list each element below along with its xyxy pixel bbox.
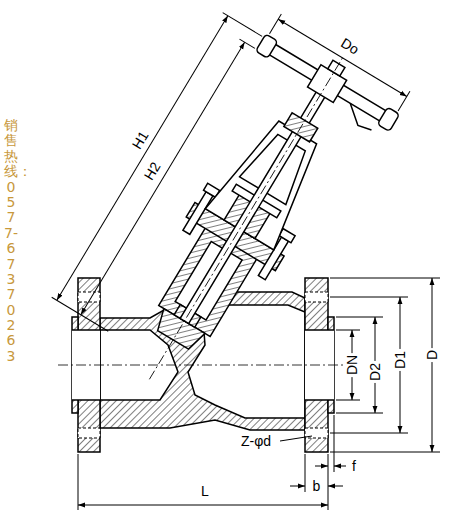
center-line bbox=[58, 365, 345, 366]
dimension-label: DN bbox=[344, 353, 360, 377]
dimension-label: D2 bbox=[367, 361, 383, 383]
dimension-label: b bbox=[311, 478, 323, 494]
bonnet-assembly bbox=[41, 0, 412, 419]
dimension-label: L bbox=[199, 483, 211, 499]
dimension-label: D bbox=[424, 348, 440, 362]
dimension-line bbox=[52, 0, 410, 401]
dimension-label: Z-φd bbox=[241, 434, 271, 448]
dimension-line bbox=[78, 278, 440, 510]
watermark: 销售热线：0577-67370263 bbox=[4, 118, 18, 364]
dimension-label: H2 bbox=[141, 160, 162, 183]
dimension-label: D1 bbox=[392, 349, 408, 371]
dimension-label: f bbox=[352, 459, 356, 473]
dimension-label: Do bbox=[338, 35, 361, 56]
dimension-label: H1 bbox=[129, 129, 150, 152]
